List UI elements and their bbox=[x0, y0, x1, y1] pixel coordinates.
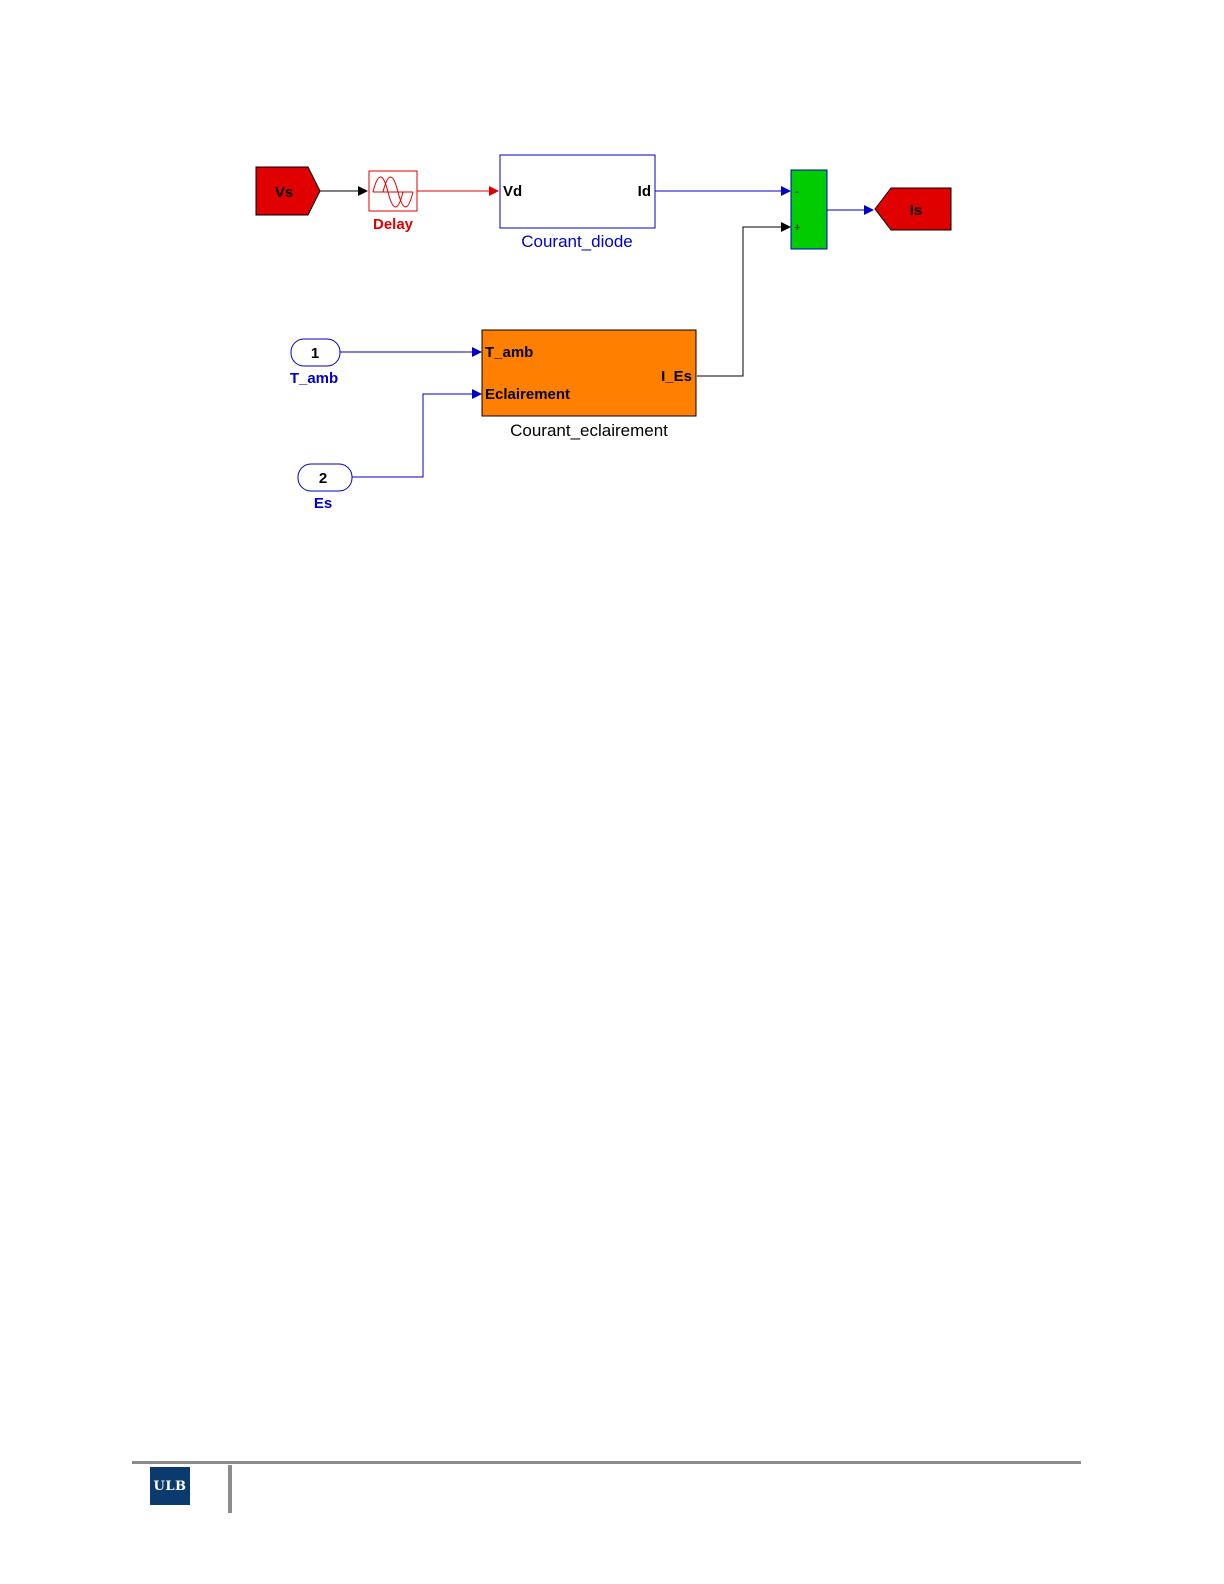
signal-es-to-block bbox=[352, 394, 481, 477]
delay-label: Delay bbox=[373, 216, 414, 233]
inport-es[interactable]: 2 Es bbox=[298, 464, 352, 512]
goto-is-block[interactable]: Is bbox=[875, 188, 951, 230]
goto-vs-block[interactable]: Vs bbox=[256, 167, 320, 215]
footer-rule bbox=[132, 1461, 1081, 1464]
inport-es-number: 2 bbox=[319, 470, 327, 487]
inport-t-amb-number: 1 bbox=[311, 345, 319, 362]
ulb-logo-text: ULB bbox=[154, 1479, 187, 1494]
inport-es-name: Es bbox=[314, 495, 332, 512]
sum-sign-minus: - bbox=[795, 186, 799, 198]
courant-diode-in-port: Vd bbox=[503, 183, 522, 200]
delay-block[interactable]: Delay bbox=[369, 171, 417, 233]
goto-is-label: Is bbox=[910, 202, 923, 219]
footer-divider bbox=[228, 1465, 232, 1513]
goto-vs-label: Vs bbox=[275, 184, 293, 201]
inport-t-amb-name: T_amb bbox=[290, 370, 338, 387]
courant-diode-name: Courant_diode bbox=[521, 232, 633, 251]
sum-block[interactable]: - + bbox=[791, 170, 827, 249]
courant-eclairement-in-port-2: Eclairement bbox=[485, 386, 570, 403]
courant-eclairement-out-port: I_Es bbox=[661, 368, 692, 385]
courant-eclairement-name: Courant_eclairement bbox=[510, 421, 668, 440]
inport-t-amb[interactable]: 1 T_amb bbox=[290, 339, 340, 387]
sum-sign-plus: + bbox=[794, 222, 800, 234]
signal-eclairement-to-sum bbox=[697, 227, 790, 376]
ulb-logo: ULB bbox=[150, 1467, 190, 1505]
courant-diode-out-port: Id bbox=[638, 183, 651, 200]
courant-eclairement-in-port-1: T_amb bbox=[485, 344, 533, 361]
courant-diode-block[interactable]: Vd Id Courant_diode bbox=[500, 155, 655, 251]
courant-eclairement-block[interactable]: T_amb Eclairement I_Es Courant_eclaireme… bbox=[482, 330, 696, 440]
